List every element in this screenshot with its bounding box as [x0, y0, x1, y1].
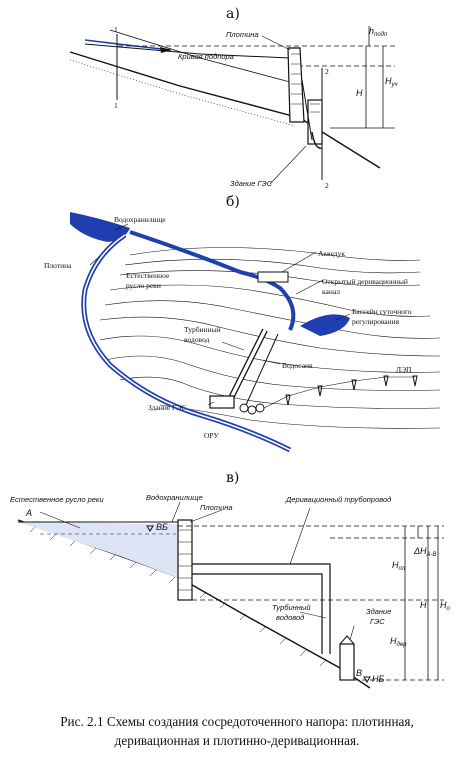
hpp-roof-c [339, 635, 355, 645]
label-canal-2: канал [322, 287, 340, 296]
label-tailrace: Водосаив [282, 361, 313, 370]
ground-hatch [29, 525, 327, 667]
derivation-canal [129, 230, 296, 331]
label-H-c: H [420, 600, 427, 610]
aqueduct-b [257, 271, 289, 283]
label-backwater: Кривая подпора [178, 52, 234, 61]
penstock-b-side [245, 333, 279, 406]
panel-b-label: б) [226, 194, 240, 210]
reservoir-c-fill [18, 522, 178, 578]
label-dH: ΔHА-В [413, 546, 437, 558]
figure-caption: Рис. 2.1 Схемы создания сосредоточенного… [22, 712, 452, 750]
dam-hatch [291, 53, 303, 105]
label-VB: ВБ [156, 522, 168, 532]
label-natural-c: Естественное русло реки [10, 495, 104, 504]
label-natural-2: русло реки [126, 281, 161, 290]
penstock-a [301, 79, 313, 141]
label-H-pl: Hпл [392, 560, 406, 572]
panel-c-label: в) [226, 470, 240, 486]
panel-c-drawing: Естественное русло реки Водохранилище Пл… [10, 493, 451, 689]
label-turbine-b2: водовод [184, 335, 210, 344]
label-point-B: В [356, 668, 362, 678]
label-H0: Hо [440, 600, 451, 612]
vb-marker-icon [146, 525, 154, 532]
label-reservoir-c: Водохранилище [146, 493, 203, 502]
panel-c-combined-scheme: в) [0, 468, 464, 708]
label-hpp-c1: Здание [366, 607, 391, 616]
penstock-b-inner [228, 329, 267, 401]
hpp-building-c [339, 643, 355, 681]
label-turbine-b1: Турбинный [184, 325, 221, 334]
label-point-A: А [25, 508, 32, 518]
label-h-podp: hподп [369, 26, 388, 38]
hpp-building-b [209, 395, 235, 409]
powerline-b [263, 375, 418, 409]
label-turbine-c2: водовод [276, 613, 304, 622]
label-pipeline: Деривационный трубопровод [285, 495, 391, 504]
nb-marker-icon [363, 676, 371, 683]
label-dam-a: Плотина [226, 30, 259, 39]
dam-c-hatch [178, 529, 192, 591]
regulation-basin [300, 314, 350, 336]
terrain-contours [99, 247, 441, 429]
dam-body [287, 47, 305, 123]
leader-hpp-a [269, 145, 307, 185]
panel-b-derivation-scheme: б) [0, 194, 464, 468]
label-reservoir-b: Водохранилище [114, 215, 166, 224]
label-turbine-c1: Турбинный [272, 603, 311, 612]
label-section-2-top: 2 [325, 67, 329, 76]
substation-b [239, 403, 265, 415]
label-H-a: H [356, 88, 363, 98]
label-hpp-b: Здание ГЭС [148, 403, 186, 412]
label-dam-c: Плотина [200, 503, 233, 512]
label-hpp-c2: ГЭС [370, 617, 385, 626]
reservoir-b [70, 212, 130, 242]
label-hpp-a: Здание ГЭС [230, 179, 273, 188]
pipeline-inner [192, 573, 323, 654]
label-basin-2: регулирования [352, 317, 400, 326]
label-H-der: Hдер [390, 636, 407, 648]
panel-a-label: а) [226, 6, 240, 22]
natural-riverbed-b-inner [82, 234, 291, 451]
leaders-c [39, 501, 355, 641]
hpp-building-a [307, 99, 323, 145]
panel-b-drawing: Водохранилище Плотина Естественное русло… [44, 212, 441, 453]
caption-line-2: деривационная и плотинно-деривационная. [114, 733, 360, 748]
label-H-uch: Hуч [385, 76, 398, 88]
label-dam-b: Плотина [44, 261, 72, 270]
label-NB: НБ [372, 674, 384, 684]
label-section-2-bottom: 2 [325, 181, 329, 190]
leaders-b [89, 223, 351, 406]
label-section-1-bottom: 1 [114, 101, 118, 110]
natural-surface [109, 29, 291, 83]
label-basin-1: Бассейн суточного [352, 307, 412, 316]
hpp-building-lines [310, 103, 320, 113]
riverbed-hatch [69, 59, 296, 127]
backwater-surface [84, 43, 291, 59]
label-substation: ОРУ [204, 431, 219, 440]
pipeline-outer [192, 563, 331, 654]
label-powerline: ЛЭП [396, 365, 412, 374]
label-aqueduct: Акведук [318, 249, 345, 258]
label-section-1-top: 1 [114, 25, 118, 34]
label-canal-1: Открытый деривационный [322, 277, 408, 286]
caption-line-1: Рис. 2.1 Схемы создания сосредоточенного… [60, 714, 414, 729]
dam-c [177, 519, 193, 601]
panel-a-dam-scheme: а) Плотина Кривая подпора Здание ГЭС [0, 0, 464, 200]
flow-arrow-icon [160, 47, 172, 53]
turbine-outlet [311, 131, 323, 149]
leader-dam-a [261, 35, 291, 51]
panel-a-drawing: Плотина Кривая подпора Здание ГЭС hподп … [69, 25, 398, 190]
label-natural-1: Естественное [126, 271, 170, 280]
